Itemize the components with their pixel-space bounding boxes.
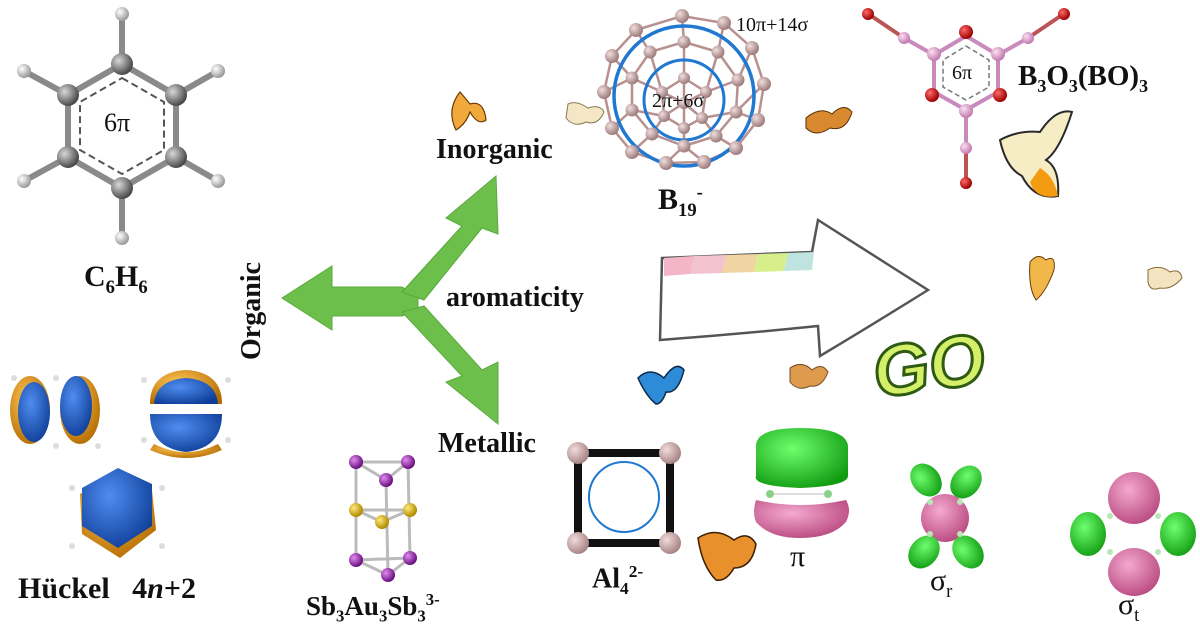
sigma-t-orbital-label: σt	[1118, 588, 1140, 626]
huckel-orbital-1	[10, 375, 101, 449]
go-text: GO	[868, 319, 990, 414]
sigma-t-orbital	[1070, 472, 1196, 596]
butterfly-icon	[1029, 256, 1055, 301]
butterfly-icon	[1147, 266, 1183, 290]
b3o3-molecule	[862, 8, 1070, 189]
pi-orbital	[754, 428, 849, 538]
butterfly-icon	[998, 110, 1074, 198]
sigma-r-orbital-label: σr	[930, 564, 953, 602]
butterfly-icon	[805, 107, 853, 134]
b19-outer-label: 10π+14σ	[736, 14, 809, 36]
butterfly-icon	[565, 102, 605, 125]
b19-inner-label: 2π+6σ	[652, 90, 705, 112]
butterfly-icon	[451, 91, 487, 131]
benzene-molecule	[17, 7, 225, 245]
progress-arrow	[658, 217, 931, 359]
label-aromaticity: aromaticity	[446, 282, 584, 313]
benzene-formula: C6H6	[84, 260, 148, 298]
three-way-arrow	[281, 174, 499, 426]
huckel-label: Hückel 4n+2	[18, 572, 196, 605]
butterfly-icon	[789, 364, 829, 389]
label-inorganic: Inorganic	[436, 134, 553, 165]
huckel-orbital-2	[141, 370, 231, 458]
sbausb-formula: Sb3Au3Sb33-	[306, 590, 440, 626]
go-graphic: GO	[866, 317, 991, 415]
huckel-orbital-3	[69, 468, 165, 558]
butterfly-icon	[637, 365, 685, 405]
butterfly-icon	[697, 531, 757, 581]
sigma-r-orbital	[908, 463, 984, 569]
pi-orbital-label: π	[790, 540, 806, 573]
label-metallic: Metallic	[438, 428, 536, 459]
sbausb-cluster	[349, 455, 417, 582]
label-organic: Organic	[236, 262, 267, 360]
huckel-orbitals	[10, 370, 231, 558]
b19-cluster	[597, 9, 771, 170]
b19-outer-ring	[612, 24, 756, 168]
b3o3-ring-label: 6π	[952, 62, 973, 84]
al4-cluster	[567, 442, 681, 554]
al4-formula: Al42-	[592, 562, 644, 598]
b3o3-formula: B3O3(BO)3	[1018, 60, 1149, 96]
b19-formula: B19-	[658, 182, 703, 221]
benzene-ring-label: 6π	[104, 108, 131, 137]
